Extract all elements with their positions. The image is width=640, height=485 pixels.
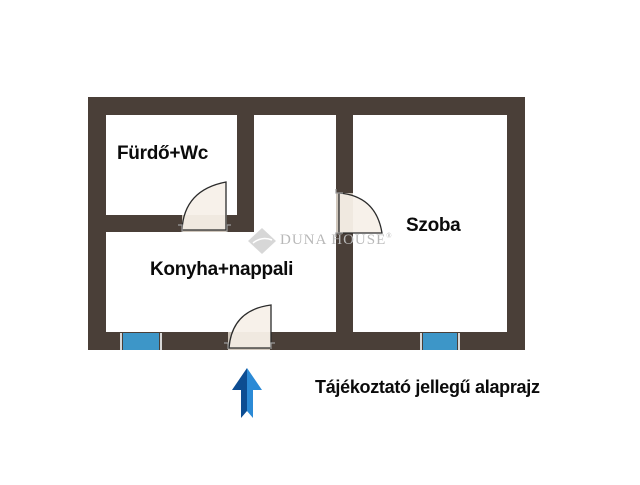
watermark-registered-mark: ® <box>386 232 393 240</box>
door-bathroom <box>178 181 231 232</box>
plan-caption: Tájékoztató jellegű alaprajz <box>315 377 540 397</box>
wall-bottom <box>88 332 525 350</box>
window-right <box>420 333 460 350</box>
room-label-bathroom: Fürdő+Wc <box>117 143 209 164</box>
room-label-room: Szoba <box>406 215 461 236</box>
door-entrance <box>224 304 275 350</box>
door-room <box>335 189 383 237</box>
window-left <box>120 333 162 350</box>
watermark-logo-icon <box>248 228 276 254</box>
wall-top <box>88 97 525 115</box>
watermark-text: DUNA HOUSE® <box>280 232 393 249</box>
wall-left <box>88 97 106 350</box>
wall-right <box>507 97 525 350</box>
room-label-kitchen-living: Konyha+nappali <box>150 259 294 280</box>
wall-interior-bath-right <box>237 97 254 232</box>
wall-interior-bath-bottom <box>106 215 254 232</box>
north-arrow-icon <box>232 368 262 418</box>
watermark-brand: DUNA HOUSE <box>280 232 387 248</box>
